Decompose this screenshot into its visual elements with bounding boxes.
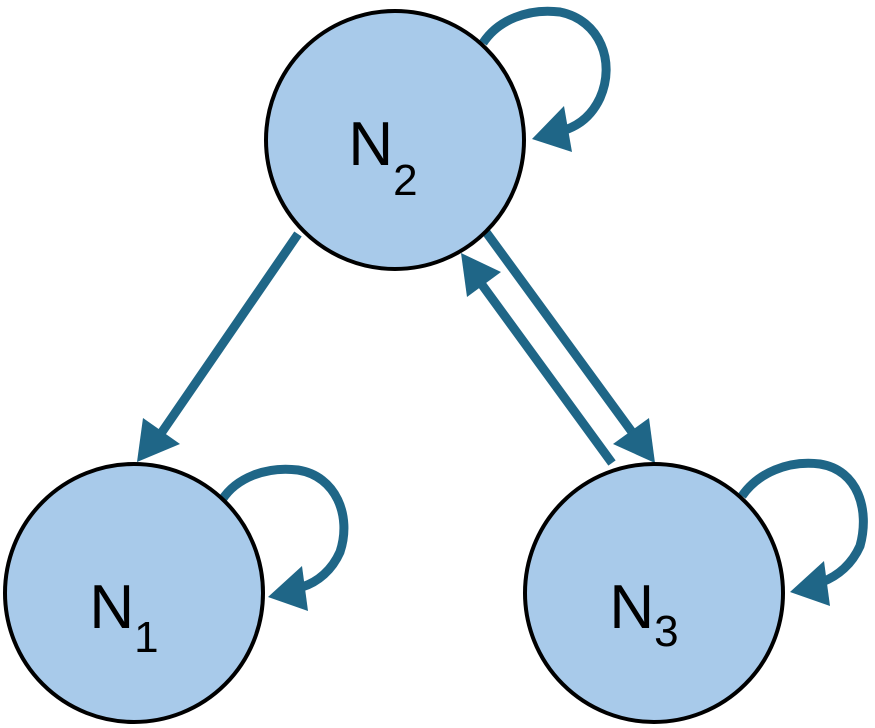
node-n1-label-sub: 1 [134,613,158,662]
edge-n2-to-n1-arrowhead [137,418,180,462]
node-n3-circle [523,462,785,724]
edge-n1-self-loop [218,464,349,611]
edge-n3-self-loop-line [738,458,868,587]
node-n2-label-sub: 2 [393,156,417,205]
node-n1[interactable]: N1 [3,462,265,724]
edge-n2-to-n1-line [158,231,302,435]
node-n2[interactable]: N2 [264,9,526,271]
node-n3-label: N3 [609,573,678,656]
edge-n1-self-loop-arrowhead [268,566,308,611]
edge-n2-to-n3-line [482,229,636,435]
node-n2-circle [264,9,526,271]
edge-n2-self-loop-line [479,6,611,135]
edge-n3-to-n2 [461,253,616,466]
node-n3-label-sub: 3 [654,607,678,656]
edge-n2-to-n1 [137,231,302,462]
edge-n2-self-loop [479,6,611,152]
edge-n2-to-n3-arrowhead [613,418,655,463]
edge-n2-to-n3 [482,229,655,463]
node-n1-label: N1 [89,573,158,662]
edge-n3-self-loop-arrowhead [790,561,830,606]
edges [137,6,868,611]
node-n2-label: N2 [348,110,417,205]
node-n2-label-main: N [348,110,393,179]
edge-n2-self-loop-arrowhead [532,106,572,152]
node-n3-label-main: N [609,573,654,642]
edge-n1-self-loop-line [218,464,349,592]
edge-n3-to-n2-line [476,279,616,466]
edge-n3-self-loop [738,458,868,606]
edge-n3-to-n2-arrowhead [461,253,501,297]
node-n3[interactable]: N3 [523,462,785,724]
node-n1-circle [3,462,265,724]
node-n1-label-main: N [89,573,134,642]
